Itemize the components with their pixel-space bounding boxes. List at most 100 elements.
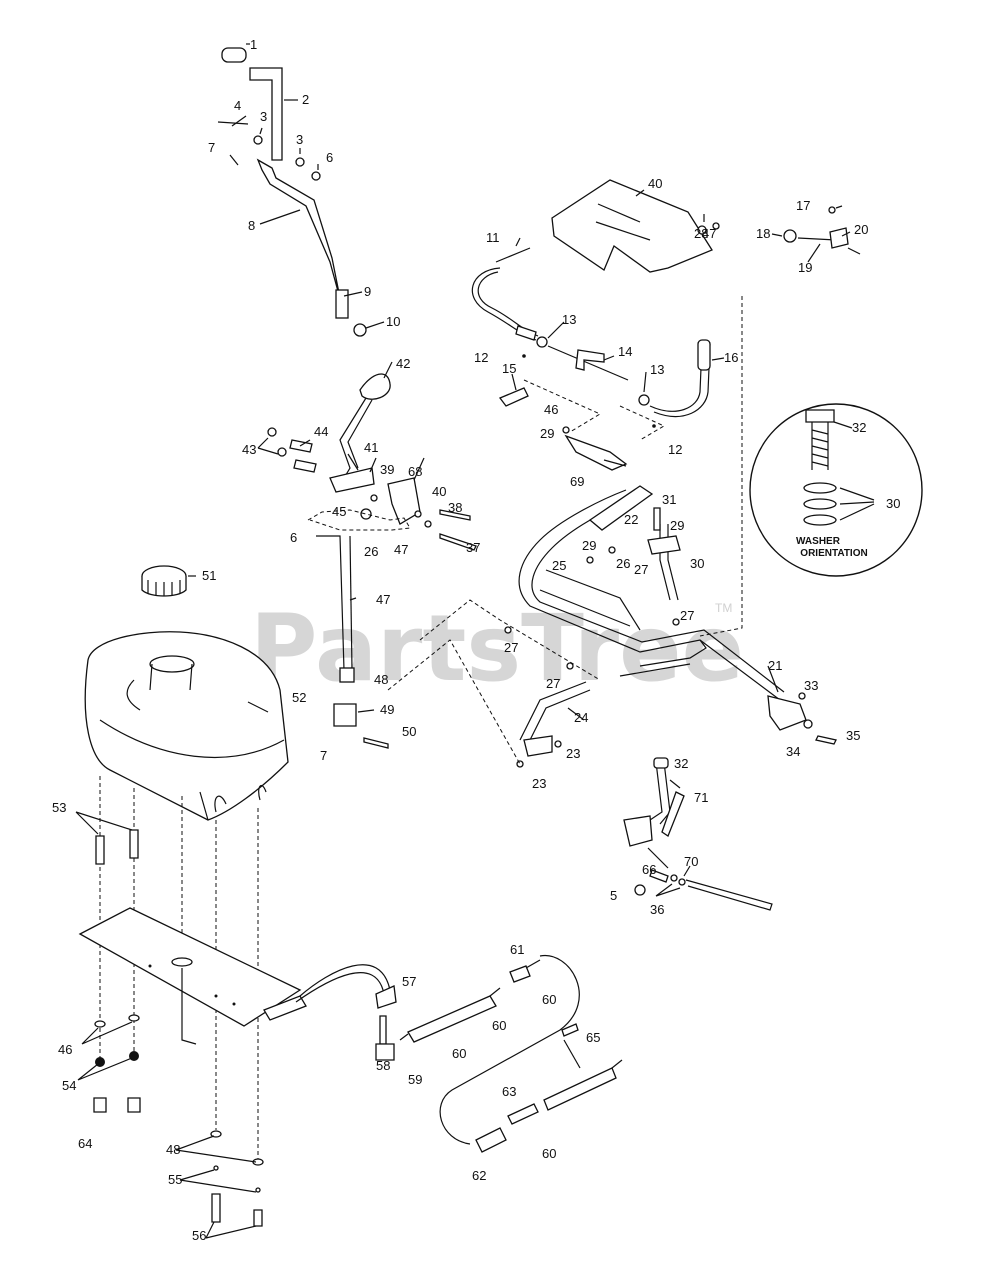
- callout: 63: [502, 1084, 516, 1099]
- callout: 19: [798, 260, 812, 275]
- callout: 6: [326, 150, 333, 165]
- callout: 42: [396, 356, 410, 371]
- fuel-line-assembly: [375, 955, 623, 1153]
- callout: 12: [474, 350, 488, 365]
- callout: 9: [364, 284, 371, 299]
- callout: 53: [52, 800, 66, 815]
- callout: 48: [374, 672, 388, 687]
- callout: 47: [702, 226, 716, 241]
- callout: 4: [234, 98, 241, 113]
- callout: 20: [854, 222, 868, 237]
- callout: 28: [694, 226, 708, 241]
- shift-lever-assembly: [217, 47, 367, 337]
- tank-fasteners: [93, 1014, 264, 1227]
- callout: 35: [846, 728, 860, 743]
- callout: 29: [582, 538, 596, 553]
- callout: 62: [472, 1168, 486, 1183]
- callout: 68: [408, 464, 422, 479]
- callout: 44: [314, 424, 328, 439]
- fitting-part-58: [375, 985, 397, 1009]
- callout: 1: [250, 37, 257, 52]
- callout: 49: [380, 702, 394, 717]
- callout: 27: [634, 562, 648, 577]
- callout: 17: [796, 198, 810, 213]
- callout: 7: [208, 140, 215, 155]
- callout: 46: [58, 1042, 72, 1057]
- callout: 60: [452, 1046, 466, 1061]
- fuel-tank-assembly: [84, 565, 289, 1160]
- ferrule-part-9: [335, 289, 349, 319]
- callout: 13: [650, 362, 664, 377]
- callout: 65: [586, 1030, 600, 1045]
- callout: 66: [642, 862, 656, 877]
- callout: 40: [432, 484, 446, 499]
- callout: 16: [724, 350, 738, 365]
- callout: 40: [648, 176, 662, 191]
- callout: 18: [756, 226, 770, 241]
- callout: 31: [662, 492, 676, 507]
- callout: 71: [694, 790, 708, 805]
- callout: 23: [532, 776, 546, 791]
- callout: 64: [78, 1136, 92, 1151]
- callout: 3: [296, 132, 303, 147]
- callout: 15: [502, 361, 516, 376]
- callout: 22: [624, 512, 638, 527]
- callout: 6: [290, 530, 297, 545]
- callout: 30: [886, 496, 900, 511]
- callout: 23: [566, 746, 580, 761]
- washer-caption-line1: WASHER: [796, 536, 841, 547]
- callout: 26: [616, 556, 630, 571]
- callout: 60: [542, 992, 556, 1007]
- leader-lines: [75, 43, 853, 1239]
- callout: 25: [552, 558, 566, 573]
- fuel-hose-part-61: [407, 995, 497, 1043]
- callout: 69: [570, 474, 584, 489]
- watermark-trademark: TM: [715, 601, 732, 615]
- callout: 29: [540, 426, 554, 441]
- callout: 32: [674, 756, 688, 771]
- washer-caption-line2: ORIENTATION: [800, 548, 867, 559]
- fuel-tank-part-53: [84, 631, 289, 821]
- callout: 30: [690, 556, 704, 571]
- callout: 27: [504, 640, 518, 655]
- callout: 33: [804, 678, 818, 693]
- callout: 43: [242, 442, 256, 457]
- callout: 58: [376, 1058, 390, 1073]
- mounting-plate: [78, 907, 391, 1045]
- cable-assembly: [471, 247, 711, 471]
- callout: 29: [670, 518, 684, 533]
- callout: 47: [394, 542, 408, 557]
- callout: 26: [364, 544, 378, 559]
- callout: 37: [466, 540, 480, 555]
- callout: 50: [402, 724, 416, 739]
- callout: 39: [380, 462, 394, 477]
- callout: 60: [542, 1146, 556, 1161]
- callout: 27: [546, 676, 560, 691]
- callout: 38: [448, 500, 462, 515]
- bracket-part-41: [551, 179, 720, 273]
- callout: 12: [668, 442, 682, 457]
- callout: 27: [680, 608, 694, 623]
- callout: 41: [364, 440, 378, 455]
- callout: 59: [408, 1072, 422, 1087]
- knob-part-1: [221, 47, 247, 63]
- callout: 55: [168, 1172, 182, 1187]
- nut-part-10: [353, 323, 367, 337]
- ferrule-part-49: [339, 667, 355, 683]
- lever-part-2: [249, 67, 283, 161]
- watermark-text: PartsTree: [250, 595, 744, 702]
- rod-part-24: [387, 599, 601, 768]
- callout: 60: [492, 1018, 506, 1033]
- callout: 45: [332, 504, 346, 519]
- callout: 61: [510, 942, 524, 957]
- callout: 51: [202, 568, 216, 583]
- rod-part-8: [256, 158, 348, 308]
- callout: 21: [768, 658, 782, 673]
- callout: 46: [544, 402, 558, 417]
- callout: 70: [684, 854, 698, 869]
- pivot-parts: [783, 206, 861, 255]
- callout: 7: [320, 748, 327, 763]
- callout: 8: [248, 218, 255, 233]
